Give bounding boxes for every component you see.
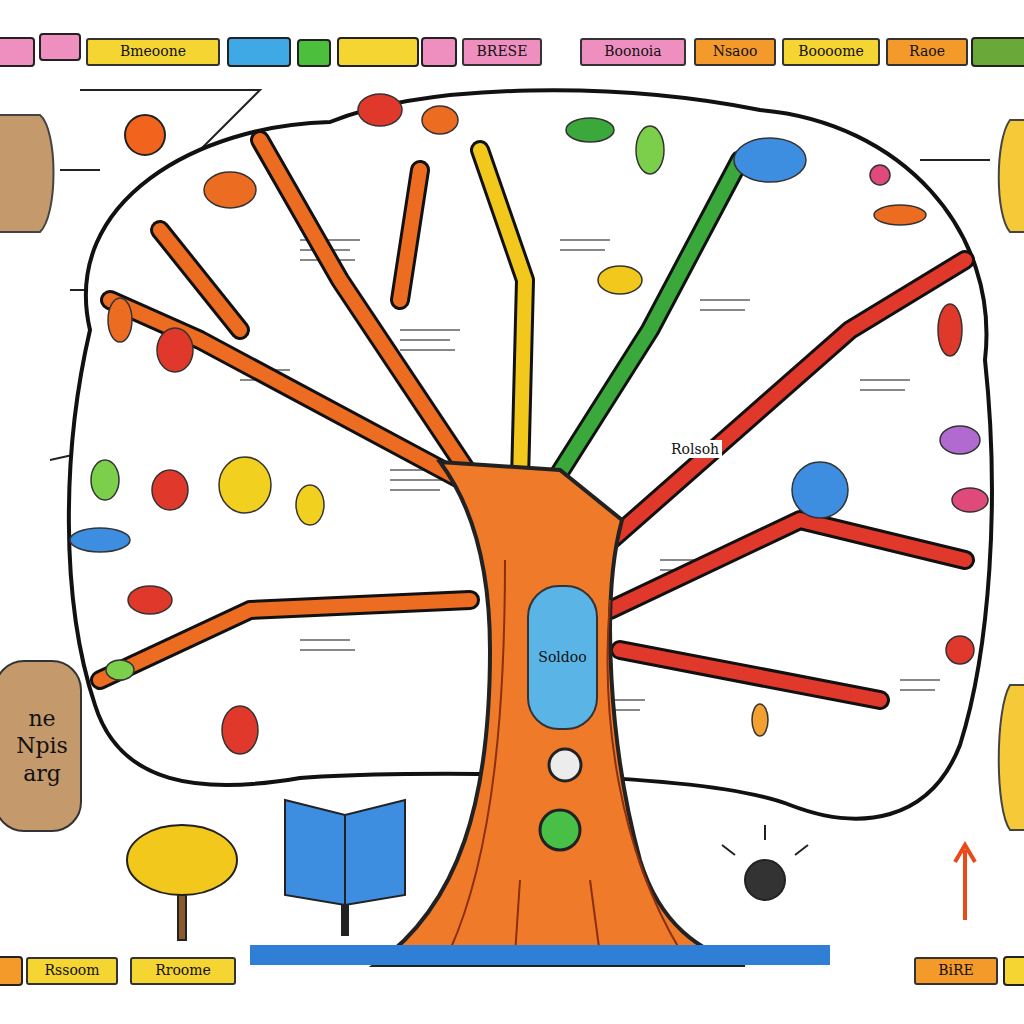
tab-label: Boooome xyxy=(782,38,880,66)
small-tree-icon xyxy=(127,825,237,940)
node-text: Nsaoo xyxy=(713,43,758,61)
tab-label: Rssoom xyxy=(26,957,118,985)
node-text: BRESE xyxy=(477,43,528,61)
tab-label: BiRE xyxy=(914,957,998,985)
side-blob: ne Npis arg xyxy=(0,660,82,832)
node-text: Rssoom xyxy=(44,962,99,980)
bark-line xyxy=(450,560,680,955)
tab-label: Rroome xyxy=(130,957,236,985)
knot-circle xyxy=(549,749,581,781)
tree-trunk xyxy=(375,462,745,965)
node-text: BiRE xyxy=(938,962,974,980)
node-text: Rroome xyxy=(155,962,211,980)
knot-circle xyxy=(540,810,580,850)
tab-strip xyxy=(0,34,1024,985)
node-text: ne Npis arg xyxy=(13,705,71,788)
tab-label: Boonoia xyxy=(580,38,686,66)
tab-label: Raoe xyxy=(886,38,968,66)
node-text: Soldoo xyxy=(538,649,586,667)
node-text: Boonoia xyxy=(604,43,661,61)
leaf xyxy=(70,94,988,754)
book-icon xyxy=(285,800,405,935)
note-label: Rolsoh xyxy=(668,440,722,458)
tab-label: Nsaoo xyxy=(694,38,776,66)
trunk-label: Soldoo xyxy=(527,585,598,730)
sun-icon xyxy=(125,115,165,155)
tab-label: Bmeoone xyxy=(86,38,220,66)
root-water xyxy=(250,945,830,965)
tab-label: BRESE xyxy=(462,38,542,66)
canopy-outline xyxy=(69,90,992,818)
node-text: Boooome xyxy=(798,43,864,61)
lightbulb-icon xyxy=(722,825,808,900)
node-text: Bmeoone xyxy=(120,43,186,61)
node-text: Raoe xyxy=(909,43,945,61)
up-arrow xyxy=(955,845,975,920)
